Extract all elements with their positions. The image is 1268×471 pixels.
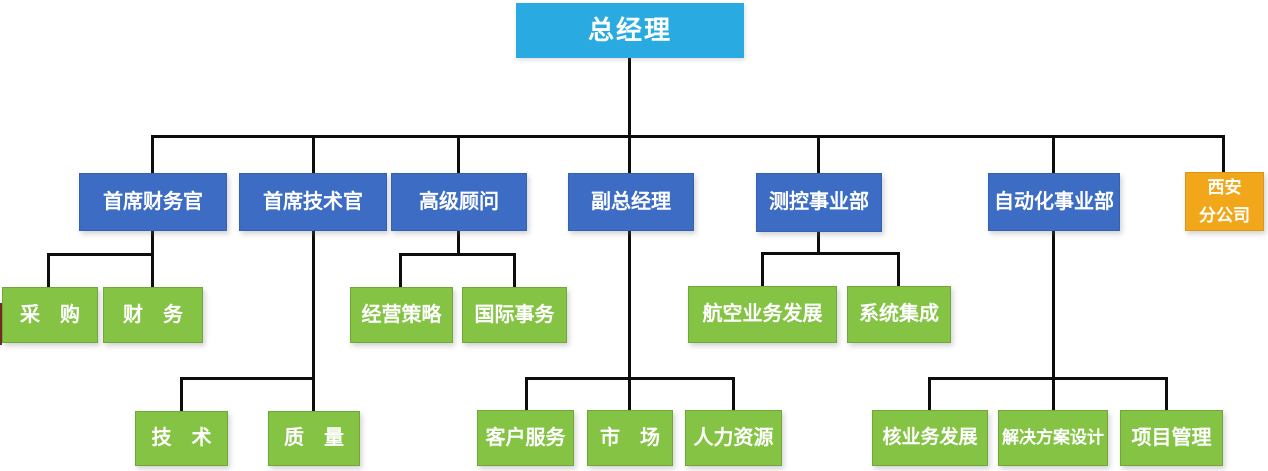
node-xian-branch-label-line1: 西安 (1207, 178, 1242, 198)
node-business-strategy[interactable]: 经营策略 (350, 287, 453, 343)
node-finance-label: 财 务 (123, 303, 183, 326)
connector-main-rail (151, 135, 1225, 138)
node-market[interactable]: 市 场 (587, 410, 673, 466)
node-senior-advisor[interactable]: 高级顾问 (391, 173, 527, 231)
node-deputy-general-manager-label: 副总经理 (591, 190, 671, 213)
node-quality-label: 质 量 (284, 427, 344, 449)
connector-auto-rail (928, 377, 1168, 380)
connector-advisor-rail (399, 253, 516, 256)
connector-drop-intl (513, 253, 516, 287)
node-technology-label: 技 术 (151, 427, 212, 449)
connector-auto-stem (1052, 231, 1055, 411)
node-technology[interactable]: 技 术 (135, 411, 228, 466)
node-mc-division[interactable]: 测控事业部 (756, 173, 882, 232)
connector-drop-xian-branch (1222, 135, 1225, 173)
node-cfo-label: 首席财务官 (103, 190, 203, 213)
node-solution-design[interactable]: 解决方案设计 (998, 410, 1108, 466)
connector-drop-customer (525, 377, 528, 411)
node-xian-branch[interactable]: 西安 分公司 (1185, 172, 1264, 231)
connector-root-trunk (628, 57, 631, 137)
connector-drop-aviation (761, 252, 764, 287)
node-core-business-dev[interactable]: 核业务发展 (872, 410, 988, 466)
node-deputy-general-manager[interactable]: 副总经理 (568, 173, 694, 231)
node-cfo[interactable]: 首席财务官 (79, 173, 227, 231)
connector-drop-core-biz (928, 377, 931, 411)
connector-cto-stem (312, 231, 315, 411)
node-customer-service[interactable]: 客户服务 (477, 410, 574, 466)
connector-drop-hr (732, 377, 735, 411)
connector-mc-rail (761, 252, 900, 255)
connector-drop-cfo (151, 135, 154, 174)
node-system-integration-label: 系统集成 (859, 303, 939, 325)
node-xian-branch-label-line2: 分公司 (1199, 205, 1250, 225)
connector-drop-sys-int (897, 252, 900, 287)
connector-drop-project (1165, 377, 1168, 411)
node-international-affairs-label: 国际事务 (474, 303, 555, 326)
connector-cto-rail (180, 377, 315, 380)
node-mc-division-label: 测控事业部 (769, 191, 869, 213)
node-business-strategy-label: 经营策略 (361, 303, 442, 326)
connector-advisor-stem (457, 231, 460, 255)
node-project-management-label: 项目管理 (1131, 426, 1212, 449)
node-general-manager[interactable]: 总经理 (516, 3, 744, 58)
connector-drop-procurement (47, 253, 50, 287)
connector-cfo-rail (47, 253, 154, 256)
node-senior-advisor-label: 高级顾问 (419, 190, 499, 213)
node-system-integration[interactable]: 系统集成 (847, 286, 951, 343)
node-project-management[interactable]: 项目管理 (1120, 410, 1223, 466)
node-human-resources-label: 人力资源 (693, 426, 774, 449)
node-aviation-business-dev[interactable]: 航空业务发展 (688, 286, 837, 343)
node-international-affairs[interactable]: 国际事务 (462, 287, 567, 343)
node-procurement-label: 采 购 (20, 303, 80, 326)
node-procurement[interactable]: 采 购 (2, 287, 98, 343)
connector-drop-deputy-gm (628, 135, 631, 174)
connector-deputy-rail (525, 377, 735, 380)
connector-drop-finance (151, 253, 154, 287)
connector-drop-mc-division (817, 135, 820, 174)
node-market-label: 市 场 (600, 426, 660, 449)
connector-drop-tech (180, 377, 183, 411)
node-automation-division[interactable]: 自动化事业部 (988, 173, 1120, 231)
node-human-resources[interactable]: 人力资源 (685, 410, 782, 466)
connector-drop-strategy (399, 253, 402, 287)
node-quality[interactable]: 质 量 (268, 411, 360, 466)
node-automation-division-label: 自动化事业部 (994, 190, 1114, 213)
node-general-manager-label: 总经理 (587, 15, 672, 46)
node-solution-design-label: 解决方案设计 (1002, 428, 1104, 448)
node-core-business-dev-label: 核业务发展 (882, 427, 978, 449)
node-customer-service-label: 客户服务 (485, 426, 566, 449)
connector-mc-stem (817, 232, 820, 254)
connector-drop-auto-division (1052, 135, 1055, 174)
connector-deputy-stem (628, 231, 631, 411)
left-edge-artifact (0, 303, 2, 345)
node-aviation-business-dev-label: 航空业务发展 (702, 303, 823, 325)
connector-cfo-stem (151, 231, 154, 255)
connector-drop-advisor (457, 135, 460, 174)
connector-drop-cto (312, 135, 315, 174)
node-cto-label: 首席技术官 (263, 190, 363, 213)
node-finance[interactable]: 财 务 (103, 287, 203, 343)
node-cto[interactable]: 首席技术官 (239, 173, 387, 231)
